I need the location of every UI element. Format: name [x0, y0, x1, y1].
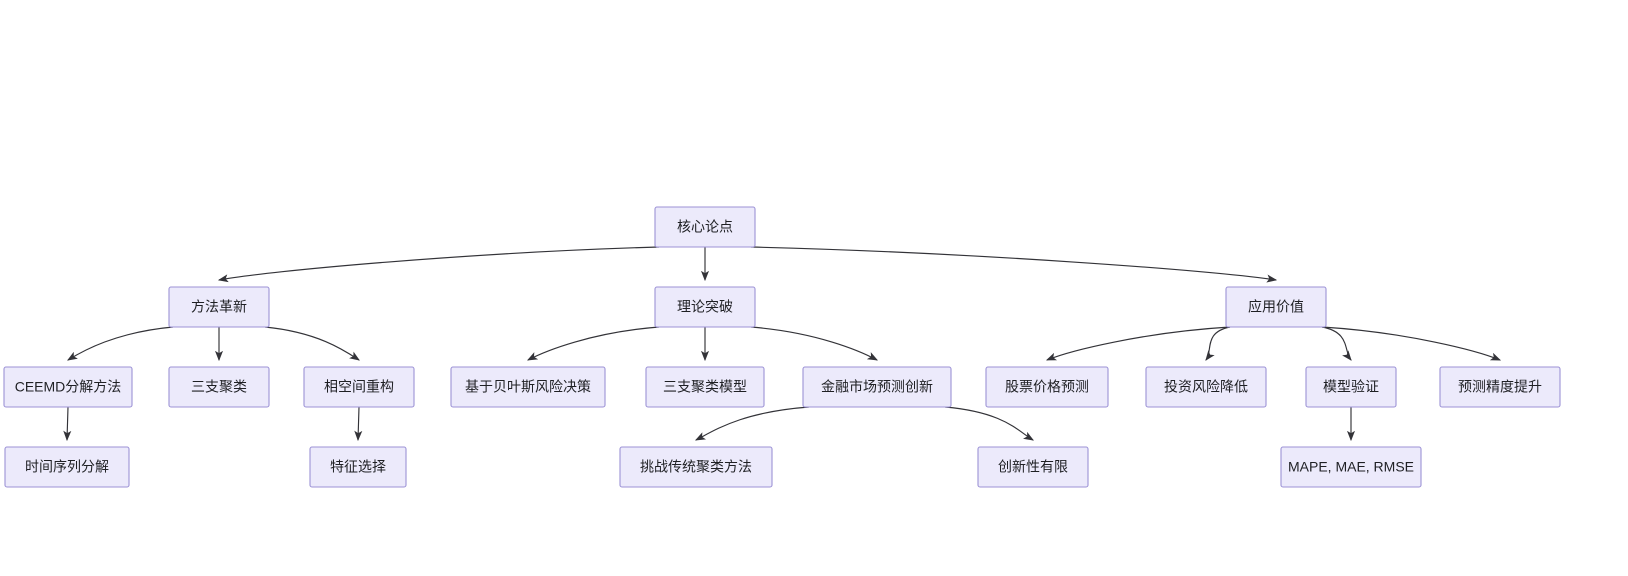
node-box-l4c[interactable] [619, 446, 773, 488]
node-l3b[interactable]: 三支聚类 [168, 366, 270, 408]
edge-l3a-to-l4a [63, 406, 72, 442]
node-l4d[interactable]: 创新性有限 [977, 446, 1089, 488]
node-l3h[interactable]: 投资风险降低 [1145, 366, 1267, 408]
node-label-l2b: 理论突破 [677, 299, 733, 315]
node-l3d[interactable]: 基于贝叶斯风险决策 [450, 366, 606, 408]
node-label-l3a: CEEMD分解方法 [15, 379, 122, 395]
node-label-l3j: 预测精度提升 [1458, 379, 1542, 395]
node-root[interactable]: 核心论点 [654, 206, 756, 248]
edge-l2c-to-l3j [1321, 326, 1502, 361]
node-label-root: 核心论点 [677, 219, 733, 235]
node-box-l3c[interactable] [303, 366, 415, 408]
node-box-root[interactable] [654, 206, 756, 248]
edge-root-to-l2a [217, 246, 660, 283]
node-l3e[interactable]: 三支聚类模型 [645, 366, 765, 408]
node-l3f[interactable]: 金融市场预测创新 [802, 366, 952, 408]
edge-l3f-to-l4d [945, 406, 1034, 441]
node-label-l3h: 投资风险降低 [1164, 379, 1248, 395]
node-box-l4b[interactable] [309, 446, 407, 488]
node-l3i[interactable]: 模型验证 [1305, 366, 1397, 408]
edge-layer [63, 246, 1502, 442]
node-box-l3f[interactable] [802, 366, 952, 408]
node-l4b[interactable]: 特征选择 [309, 446, 407, 488]
node-box-l2a[interactable] [168, 286, 270, 328]
node-label-l2a: 方法革新 [191, 299, 247, 315]
node-l2a[interactable]: 方法革新 [168, 286, 270, 328]
node-label-l4d: 创新性有限 [998, 459, 1068, 475]
node-box-l3j[interactable] [1439, 366, 1561, 408]
node-label-l4b: 特征选择 [330, 459, 386, 475]
node-l2b[interactable]: 理论突破 [654, 286, 756, 328]
node-box-l4d[interactable] [977, 446, 1089, 488]
node-box-l3b[interactable] [168, 366, 270, 408]
node-box-l3i[interactable] [1305, 366, 1397, 408]
edge-l3c-to-l4b [354, 406, 363, 442]
edge-l2b-to-l3d [526, 326, 660, 361]
node-box-l2b[interactable] [654, 286, 756, 328]
node-label-l3i: 模型验证 [1323, 379, 1379, 395]
edge-l2a-to-l3c [264, 326, 360, 361]
edge-l2b-to-l3f [750, 326, 879, 361]
node-box-l2c[interactable] [1225, 286, 1327, 328]
node-box-l3d[interactable] [450, 366, 606, 408]
node-box-l3e[interactable] [645, 366, 765, 408]
node-label-l3d: 基于贝叶斯风险决策 [465, 379, 591, 395]
edge-l3f-to-l4c [694, 406, 809, 441]
edge-l2c-to-l3g [1045, 326, 1231, 361]
node-l3a[interactable]: CEEMD分解方法 [3, 366, 133, 408]
node-box-l3a[interactable] [3, 366, 133, 408]
edge-l2a-to-l3a [67, 326, 174, 361]
node-label-l3f: 金融市场预测创新 [821, 379, 933, 395]
node-label-l4e: MAPE, MAE, RMSE [1288, 459, 1414, 475]
node-l4e[interactable]: MAPE, MAE, RMSE [1280, 446, 1422, 488]
node-l2c[interactable]: 应用价值 [1225, 286, 1327, 328]
node-label-l4a: 时间序列分解 [25, 459, 109, 475]
node-box-l4e[interactable] [1280, 446, 1422, 488]
edge-l2c-to-l3h [1205, 326, 1231, 361]
node-box-l3g[interactable] [985, 366, 1109, 408]
node-l3g[interactable]: 股票价格预测 [985, 366, 1109, 408]
edge-l2c-to-l3i [1321, 326, 1352, 361]
node-label-l3e: 三支聚类模型 [663, 379, 747, 395]
node-label-l3g: 股票价格预测 [1005, 379, 1089, 395]
node-label-l3c: 相空间重构 [324, 379, 394, 395]
node-l4c[interactable]: 挑战传统聚类方法 [619, 446, 773, 488]
node-l3j[interactable]: 预测精度提升 [1439, 366, 1561, 408]
node-l3c[interactable]: 相空间重构 [303, 366, 415, 408]
node-box-l4a[interactable] [4, 446, 130, 488]
edge-root-to-l2c [750, 246, 1278, 283]
node-box-l3h[interactable] [1145, 366, 1267, 408]
node-label-l3b: 三支聚类 [191, 379, 247, 395]
node-label-l4c: 挑战传统聚类方法 [640, 459, 752, 475]
node-label-l2c: 应用价值 [1248, 299, 1304, 315]
node-l4a[interactable]: 时间序列分解 [4, 446, 130, 488]
